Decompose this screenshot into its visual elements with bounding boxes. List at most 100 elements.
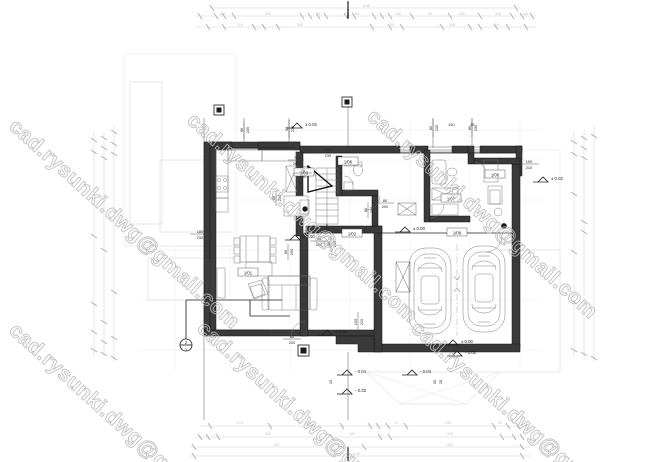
- svg-text:200: 200: [293, 161, 300, 166]
- room-labels: 1/01 1/02 1/03 1/06 1/06 1/07 1/08: [237, 156, 506, 277]
- svg-text:105: 105: [495, 12, 501, 16]
- svg-text:80: 80: [363, 207, 368, 212]
- svg-text:- 0.02: - 0.02: [465, 350, 477, 355]
- svg-text:80: 80: [271, 195, 276, 200]
- garage-vehicles: [408, 244, 506, 336]
- svg-text:1145: 1145: [352, 452, 360, 456]
- svg-text:2: 2: [185, 340, 188, 345]
- svg-text:115: 115: [493, 23, 499, 27]
- driveway-outline: [365, 149, 561, 405]
- svg-text:239: 239: [325, 153, 332, 158]
- living-room-furniture: [216, 235, 318, 311]
- svg-text:105: 105: [353, 319, 358, 326]
- dimension-strip-left: [90, 126, 118, 362]
- svg-text:1145: 1145: [362, 4, 370, 8]
- svg-text:125: 125: [395, 12, 401, 16]
- svg-text:230: 230: [434, 124, 439, 131]
- svg-text:140: 140: [448, 122, 455, 127]
- svg-text:- 0.04: - 0.04: [355, 369, 367, 374]
- svg-text:25: 25: [438, 380, 443, 384]
- svg-text:344: 344: [305, 421, 311, 425]
- svg-text:205: 205: [449, 23, 455, 27]
- svg-text:25: 25: [328, 380, 333, 384]
- svg-text:90: 90: [316, 12, 320, 16]
- svg-text:230: 230: [197, 235, 204, 240]
- svg-text:70: 70: [294, 155, 299, 160]
- interior-witness-lines: [203, 106, 473, 420]
- svg-text:80: 80: [428, 125, 433, 130]
- svg-text:± 0.00: ± 0.00: [303, 234, 316, 239]
- room-furniture-right: [483, 159, 508, 230]
- svg-text:240: 240: [459, 12, 465, 16]
- svg-text:80: 80: [317, 236, 322, 241]
- svg-text:90: 90: [390, 23, 394, 27]
- svg-text:344: 344: [265, 432, 271, 436]
- svg-text:- 0.32: - 0.32: [355, 388, 367, 393]
- svg-text:1: 1: [185, 347, 188, 352]
- svg-text:200: 200: [316, 242, 323, 247]
- svg-text:80: 80: [326, 241, 331, 246]
- svg-text:70: 70: [394, 421, 398, 425]
- svg-text:200: 200: [382, 204, 389, 209]
- svg-text:200: 200: [332, 240, 337, 247]
- svg-text:1/01: 1/01: [244, 271, 253, 276]
- svg-text:150: 150: [353, 12, 359, 16]
- svg-text:230: 230: [245, 126, 250, 133]
- svg-text:80: 80: [290, 334, 295, 339]
- svg-text:115: 115: [237, 23, 243, 27]
- svg-text:70: 70: [301, 168, 306, 173]
- svg-text:- 0.04: - 0.04: [420, 369, 432, 374]
- svg-text:1/08: 1/08: [453, 231, 462, 236]
- svg-text:400: 400: [447, 443, 453, 447]
- svg-text:± 0.00: ± 0.00: [461, 339, 474, 344]
- svg-text:1/07: 1/07: [447, 197, 456, 202]
- svg-text:250: 250: [265, 12, 271, 16]
- svg-text:± 0.02: ± 0.02: [335, 329, 348, 334]
- svg-text:90: 90: [428, 12, 432, 16]
- svg-text:1/06: 1/06: [491, 173, 500, 178]
- svg-text:236: 236: [290, 126, 295, 133]
- svg-text:105: 105: [526, 159, 533, 164]
- svg-text:300: 300: [297, 23, 303, 27]
- svg-text:120: 120: [349, 432, 355, 436]
- svg-text:760: 760: [273, 443, 279, 447]
- column-symbols: [213, 96, 353, 357]
- svg-text:± 0.02: ± 0.02: [305, 122, 318, 127]
- svg-text:90: 90: [498, 421, 502, 425]
- svg-text:200: 200: [289, 248, 294, 255]
- svg-text:30: 30: [432, 379, 437, 384]
- svg-text:145: 145: [522, 12, 528, 16]
- section-marker: 2 1: [179, 299, 290, 352]
- svg-text:200: 200: [369, 206, 374, 213]
- svg-text:230: 230: [473, 124, 478, 131]
- svg-text:180: 180: [197, 229, 204, 234]
- svg-text:230: 230: [277, 194, 282, 201]
- svg-text:80: 80: [283, 249, 288, 254]
- dimension-strip-bottom: 270 344 70 240 90 344 120 205 760 400 1145: [190, 421, 530, 461]
- svg-text:± 0.02: ± 0.02: [551, 176, 564, 181]
- car-left: [408, 247, 452, 335]
- svg-text:80: 80: [239, 127, 244, 132]
- svg-text:1/02: 1/02: [348, 232, 357, 237]
- svg-text:115: 115: [219, 12, 225, 16]
- svg-text:226: 226: [325, 147, 332, 152]
- svg-text:200: 200: [289, 340, 296, 345]
- dimension-strip-top: 115 250 90 150 125 90 240 105 145 115 300 90 205…: [196, 1, 536, 31]
- svg-text:240: 240: [445, 421, 451, 425]
- car-right: [462, 245, 506, 333]
- kitchen-fixtures: [215, 149, 310, 217]
- elevation-markers: ± 0.02 ± 0.00 ± 0.00 ± 0.00 ± 0.02 - 0.0…: [285, 122, 564, 395]
- svg-text:270: 270: [237, 421, 243, 425]
- svg-text:1/06: 1/06: [344, 160, 353, 165]
- svg-text:200: 200: [300, 174, 307, 179]
- svg-text:210: 210: [526, 165, 533, 170]
- svg-text:210: 210: [359, 318, 364, 325]
- svg-text:80: 80: [467, 125, 472, 130]
- hatched-details: [395, 202, 417, 293]
- dimension-strip-right: [570, 126, 598, 362]
- svg-text:205: 205: [447, 432, 453, 436]
- svg-text:90: 90: [284, 126, 289, 131]
- svg-text:± 0.00: ± 0.00: [413, 226, 426, 231]
